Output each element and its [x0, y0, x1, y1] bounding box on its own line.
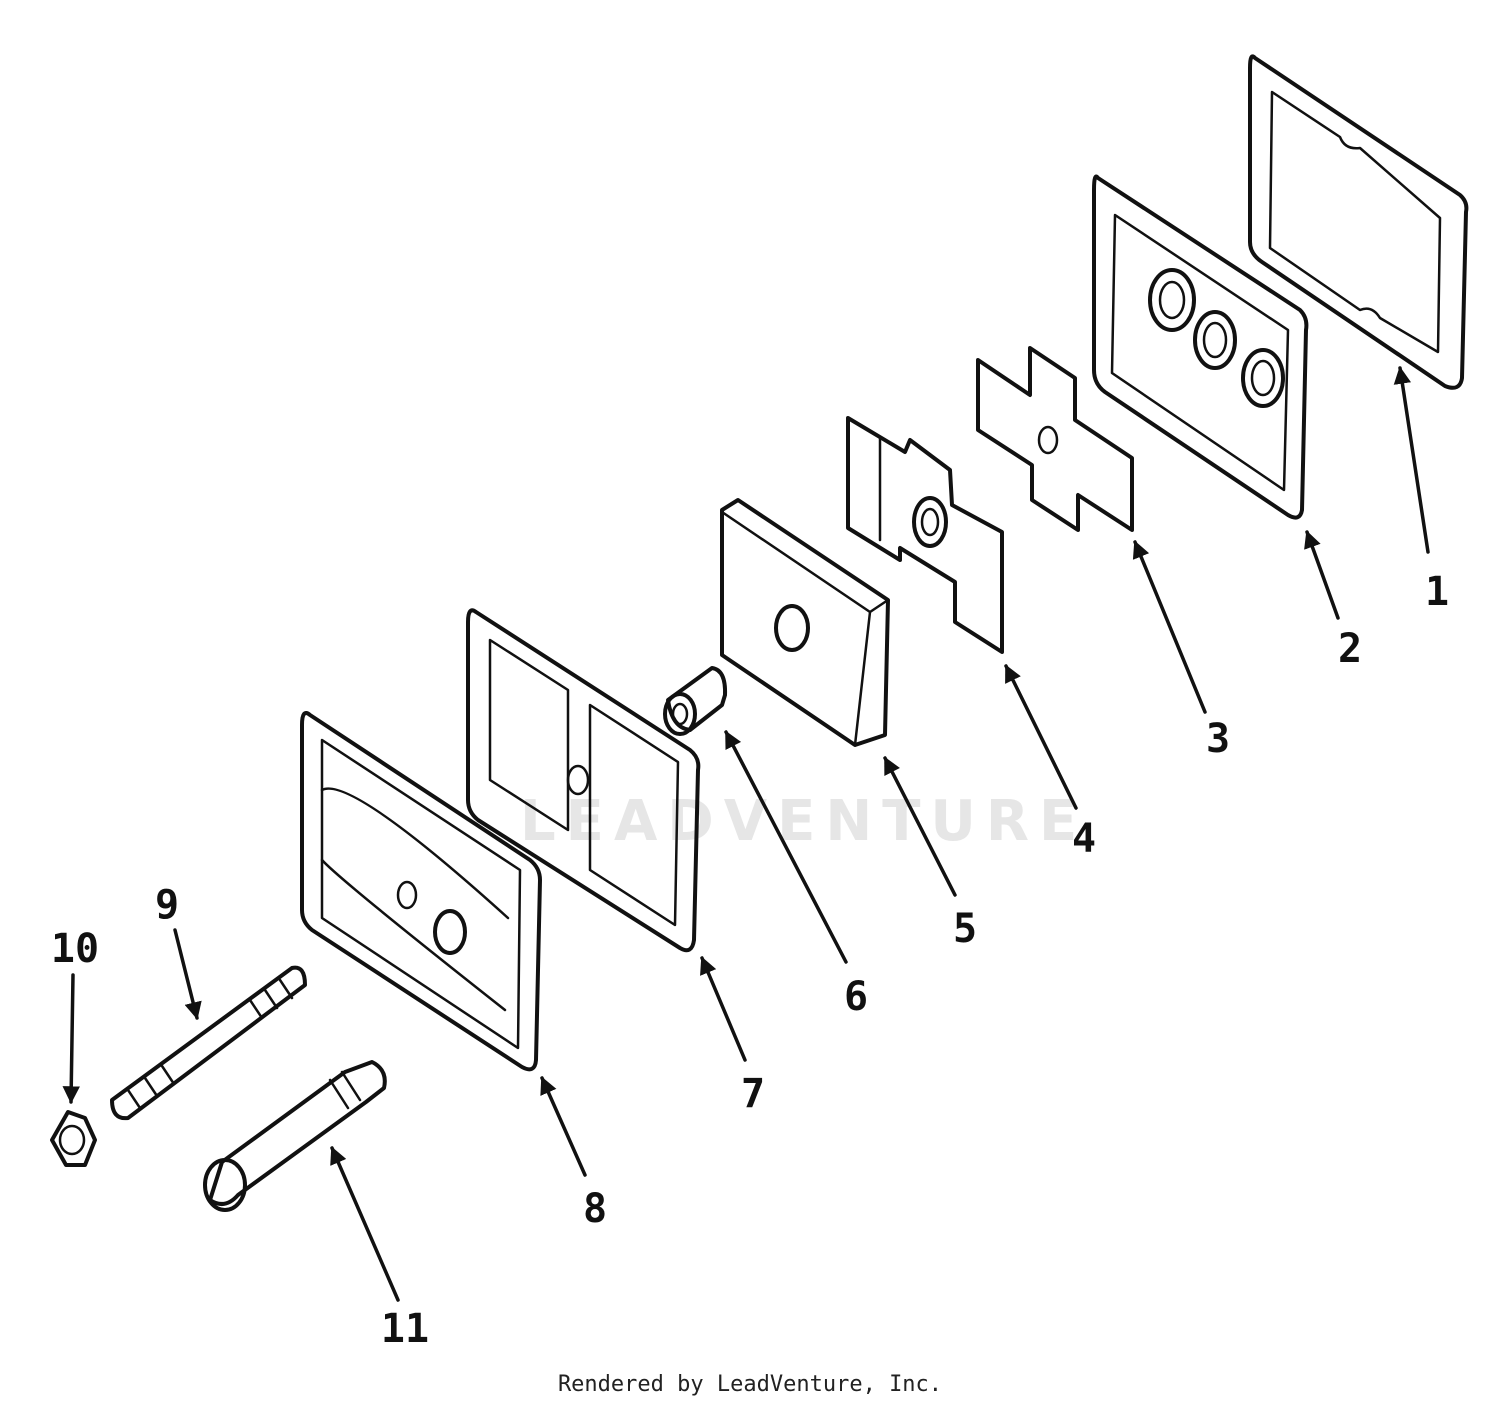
leader-7 — [700, 956, 747, 1062]
callout-7: 7 — [741, 1071, 765, 1117]
leader-3 — [1132, 540, 1207, 714]
part-9-stud[interactable] — [110, 965, 307, 1121]
callout-10: 10 — [51, 926, 99, 972]
callout-8: 8 — [583, 1186, 607, 1232]
callout-1: 1 — [1425, 569, 1449, 615]
callout-11: 11 — [381, 1306, 429, 1352]
part-1-gasket[interactable] — [1248, 54, 1469, 390]
part-11-pin[interactable] — [203, 1060, 387, 1212]
part-7-gasket[interactable] — [466, 608, 701, 953]
leader-1 — [1393, 366, 1430, 554]
leader-lines — [62, 366, 1430, 1302]
leader-9 — [173, 928, 202, 1020]
callout-6: 6 — [844, 974, 868, 1020]
watermark-text: LEADVENTURE — [520, 789, 1087, 854]
leader-8 — [540, 1076, 587, 1177]
callout-labels: 1 2 3 4 5 6 7 8 9 10 11 — [51, 569, 1449, 1352]
leader-4 — [1004, 664, 1078, 810]
callout-9: 9 — [155, 882, 179, 928]
part-4-bracket[interactable] — [846, 416, 1004, 654]
leader-2 — [1304, 530, 1340, 620]
callout-5: 5 — [953, 906, 977, 952]
part-2-base-plate[interactable] — [1092, 174, 1309, 520]
part-8-cover[interactable] — [300, 711, 542, 1072]
leader-11 — [330, 1146, 400, 1302]
callout-3: 3 — [1206, 716, 1230, 762]
part-10-nut[interactable] — [50, 1110, 97, 1167]
part-6-spacer[interactable] — [663, 666, 728, 736]
leader-10 — [62, 973, 80, 1104]
part-3-cross-gasket[interactable] — [976, 346, 1134, 532]
footer-credit: Rendered by LeadVenture, Inc. — [557, 1372, 943, 1397]
leader-5 — [883, 756, 957, 897]
part-5-filter-element[interactable] — [720, 498, 890, 747]
callout-4: 4 — [1072, 816, 1096, 862]
leader-6 — [724, 730, 848, 964]
callout-2: 2 — [1338, 626, 1362, 672]
